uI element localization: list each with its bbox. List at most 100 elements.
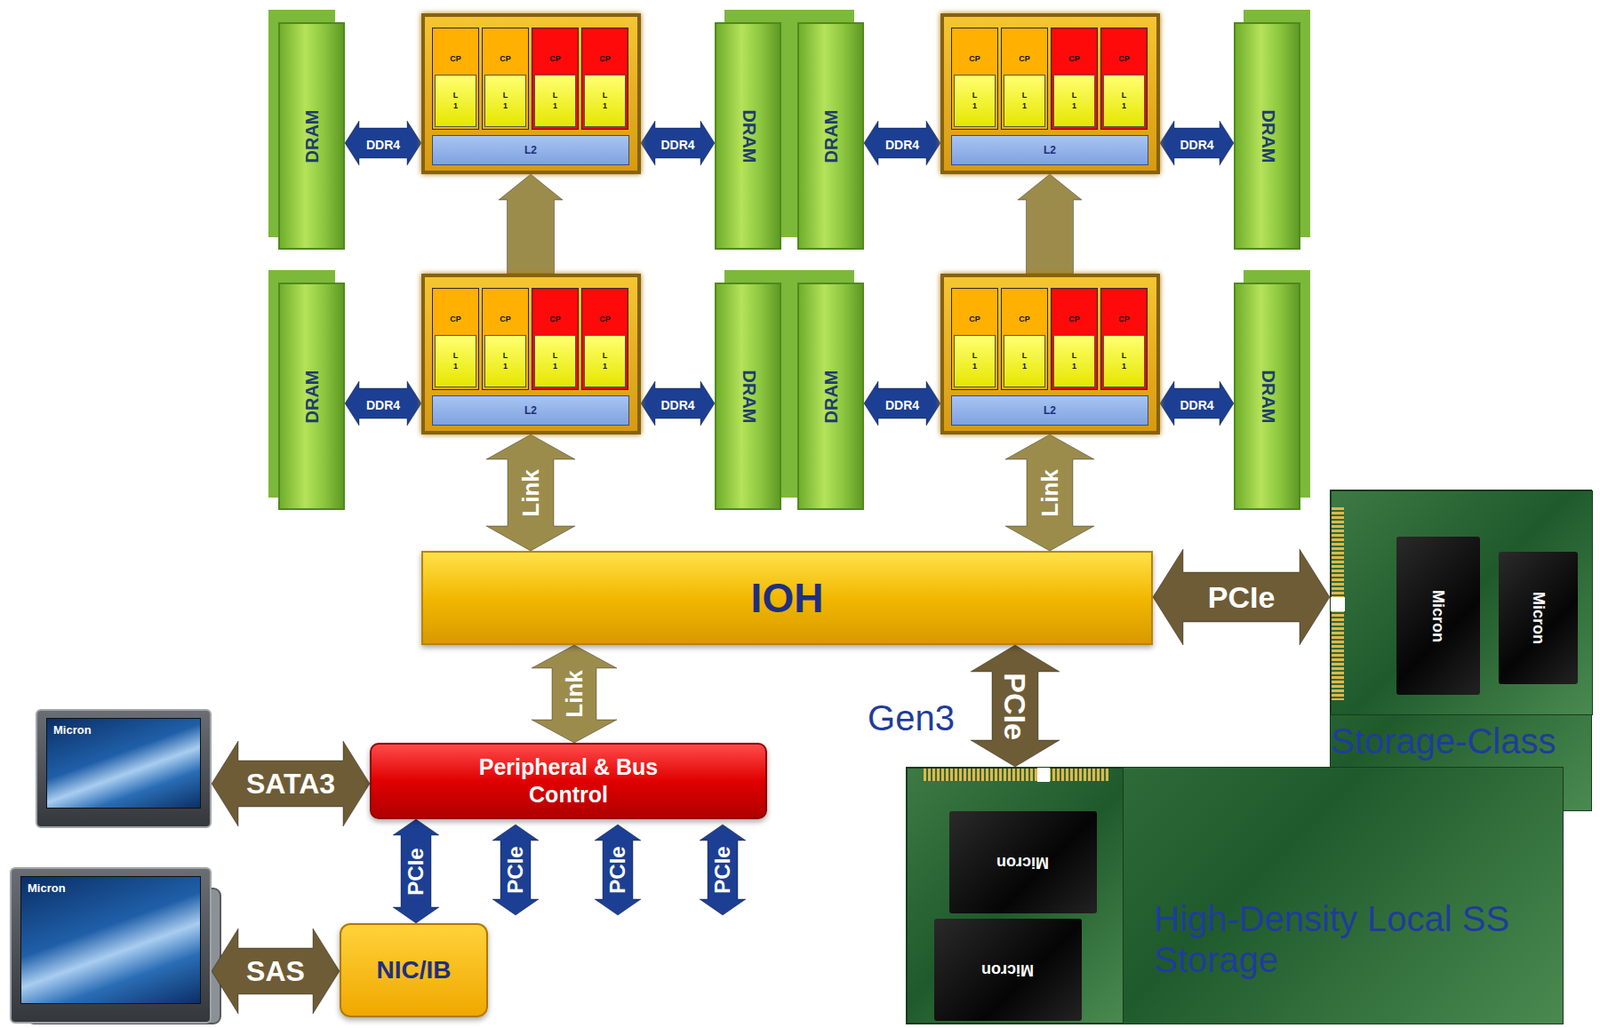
bus-label: DDR4 (660, 138, 695, 152)
nic-label: NIC/IB (376, 956, 452, 985)
bus-label: PCIe (504, 846, 527, 894)
memory-label: DRAM (301, 109, 322, 163)
memory-label: DRAM (737, 109, 759, 163)
l1-cache: L 1 (434, 74, 477, 128)
bus-arrow (531, 645, 617, 744)
chip-logo: Micron (981, 960, 1034, 980)
bus-arrow (211, 928, 340, 1015)
bus-arrow (1160, 381, 1234, 426)
core: CP L 1 (481, 27, 529, 130)
core-label: CP (1101, 315, 1147, 324)
board-notch (1330, 597, 1345, 612)
memory-chip: Micron (949, 811, 1097, 914)
l1-cache: L 1 (1103, 335, 1145, 388)
memory-module: DRAM (278, 282, 345, 511)
bus-arrow (699, 824, 746, 916)
chip-logo: Micron (1428, 589, 1448, 642)
memory-label: DRAM (737, 369, 759, 424)
l2-label: L2 (524, 404, 537, 417)
bus-arrow (344, 381, 422, 426)
l1-cache: L 1 (484, 335, 527, 388)
board-notch (1037, 768, 1050, 783)
l1-cache: L 1 (534, 74, 576, 128)
memory-label: DRAM (820, 109, 841, 163)
core: CP L 1 (1100, 288, 1148, 391)
l1-cache: L 1 (584, 74, 626, 128)
l1-cache: L 1 (1053, 74, 1096, 128)
core-label: CP (952, 315, 998, 324)
cpu-package: CPL 1CPL 1CPL 1CPL 1L2 (421, 13, 641, 175)
core: CP L 1 (581, 27, 629, 130)
bus-arrow (864, 381, 941, 426)
gold-contacts (923, 768, 1109, 782)
l1-cache: L 1 (584, 335, 626, 388)
l1-label: L 1 (1070, 351, 1079, 372)
storage-class-memory: Storage-Class MemoryMicronMicron (1329, 489, 1592, 812)
l1-label: L 1 (551, 351, 560, 372)
bus-label: Link (562, 670, 586, 718)
bus-label: PCIe (712, 846, 734, 894)
l1-label: L 1 (551, 90, 560, 112)
bus-controller: Peripheral & Bus Control (369, 743, 768, 820)
bus-arrow (640, 120, 715, 166)
core: CPL 1 (531, 27, 579, 130)
cpu-package: CPL 1CPL 1CPL 1CPL 1L2 (940, 13, 1160, 175)
memory-chip: Micron (1498, 552, 1578, 685)
l2-label: L2 (1043, 404, 1056, 417)
l1-label: L 1 (970, 90, 979, 112)
l1-label: L 1 (1120, 90, 1128, 112)
bus-arrow (1017, 174, 1082, 274)
l1-cache: L 1 (1103, 74, 1145, 128)
l1-cache: L 1 (953, 74, 996, 128)
core-label: CP (482, 55, 528, 64)
core: CPL 1 (1000, 288, 1048, 391)
l1-label: L 1 (451, 351, 460, 372)
chip-logo: Micron (1528, 592, 1548, 645)
l2-cache: L2 (951, 135, 1149, 166)
brand-logo: Micron (27, 881, 66, 896)
local-storage-module: High-Density Local SS StorageMicronMicro… (905, 767, 1564, 1025)
bus-arrow (344, 120, 422, 166)
memory-module: DRAM (1233, 282, 1301, 511)
bus-label: PCIe (405, 848, 427, 896)
core-label: CP (432, 55, 479, 64)
bus-label: DDR4 (1179, 138, 1214, 152)
core-label: CP (532, 315, 578, 324)
bus-label: SAS (246, 957, 305, 986)
bus-arrow (211, 741, 370, 827)
memory-module: DRAM (797, 282, 864, 511)
bus-label: PCIe (1000, 672, 1031, 741)
core: CPL 1 (481, 288, 529, 391)
chip-logo: Micron (996, 853, 1049, 872)
core-label: CP (1051, 315, 1097, 324)
bus-generation: Gen3 (867, 700, 955, 736)
module-caption: High-Density Local SS Storage (1153, 898, 1545, 981)
l1-label: L 1 (501, 90, 510, 112)
memory-module: DRAM (714, 282, 782, 511)
l1-label: L 1 (501, 351, 510, 372)
memory-label: DRAM (1256, 369, 1278, 424)
core-label: CP (952, 55, 998, 64)
bus-label: DDR4 (885, 138, 920, 152)
core: CP L 1 (432, 27, 480, 130)
bus-arrow (392, 819, 440, 924)
l2-cache: L2 (432, 135, 630, 166)
memory-chip: Micron (1396, 536, 1480, 696)
core: CPL 1 (432, 288, 480, 391)
memory-module: DRAM (1233, 22, 1301, 250)
core-label: CP (582, 55, 628, 64)
core-label: CP (1051, 55, 1097, 64)
core-label: CP (1001, 55, 1048, 64)
core: CP L 1 (951, 27, 999, 130)
l2-label: L2 (1043, 144, 1056, 157)
core-label: CP (1101, 55, 1147, 64)
memory-module: DRAM (714, 22, 782, 250)
l2-cache: L2 (432, 395, 630, 426)
bus-arrow (1005, 434, 1095, 552)
bus-label: DDR4 (1179, 399, 1214, 412)
cpu-package: CPL 1CPL 1CPL 1CPL 1L2 (940, 273, 1160, 435)
l1-cache: L 1 (1053, 335, 1096, 388)
l2-label: L2 (524, 144, 537, 157)
